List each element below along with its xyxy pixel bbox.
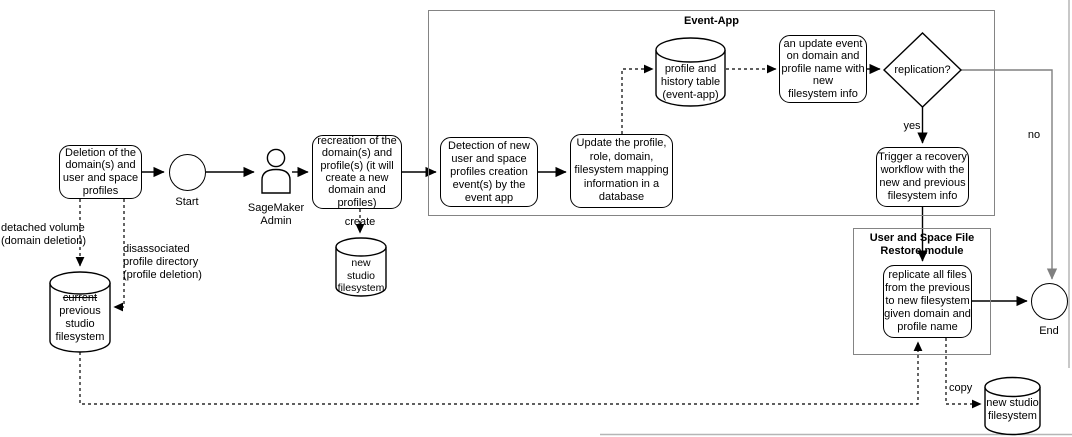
new-fs-create-label: new studio filesystem: [337, 257, 385, 294]
start-label: Start: [175, 196, 199, 208]
node-update-event: an update event on domain and profile na…: [779, 35, 867, 103]
end-label: End: [1039, 325, 1059, 337]
disassociated-profile-label: disassociated profile directory (profile…: [123, 243, 202, 281]
edge-prevfs-replicate: [79, 341, 923, 405]
prev-fs-label: current previous studio filesystem: [44, 292, 116, 344]
no-label: no: [1027, 129, 1041, 141]
node-deletion: Deletion of the domain(s) and user and s…: [59, 145, 142, 199]
new-fs-copy-label: new studio filesystem: [986, 397, 1039, 422]
yes-label: yes: [903, 120, 921, 132]
detached-volume-label: detached volume (domain deletion): [1, 222, 86, 247]
sagemaker-admin-icon: [261, 148, 291, 194]
node-trigger-recovery: Trigger a recovery workflow with the new…: [876, 147, 969, 207]
history-table-label: profile and history table (event-app): [660, 63, 721, 101]
restore-module-title: User and Space File Restore module: [869, 232, 975, 257]
node-update-db: Update the profile, role, domain, filesy…: [570, 134, 673, 208]
create-label: create: [344, 216, 376, 228]
event-app-title: Event-App: [684, 15, 739, 27]
prev-fs-rest: previous studio filesystem: [55, 305, 105, 343]
admin-label: SageMaker Admin: [247, 202, 305, 227]
node-recreation: recreation of the domain(s) and profile(…: [312, 135, 402, 209]
replication-label: replication?: [894, 64, 951, 76]
node-detection: Detection of new user and space profiles…: [440, 137, 538, 207]
start-circle: [169, 154, 206, 191]
prev-fs-struck-word: current: [62, 292, 98, 304]
end-circle: [1031, 283, 1068, 320]
node-replicate-files: replicate all files from the previous to…: [883, 265, 972, 338]
copy-label: copy: [949, 382, 973, 394]
